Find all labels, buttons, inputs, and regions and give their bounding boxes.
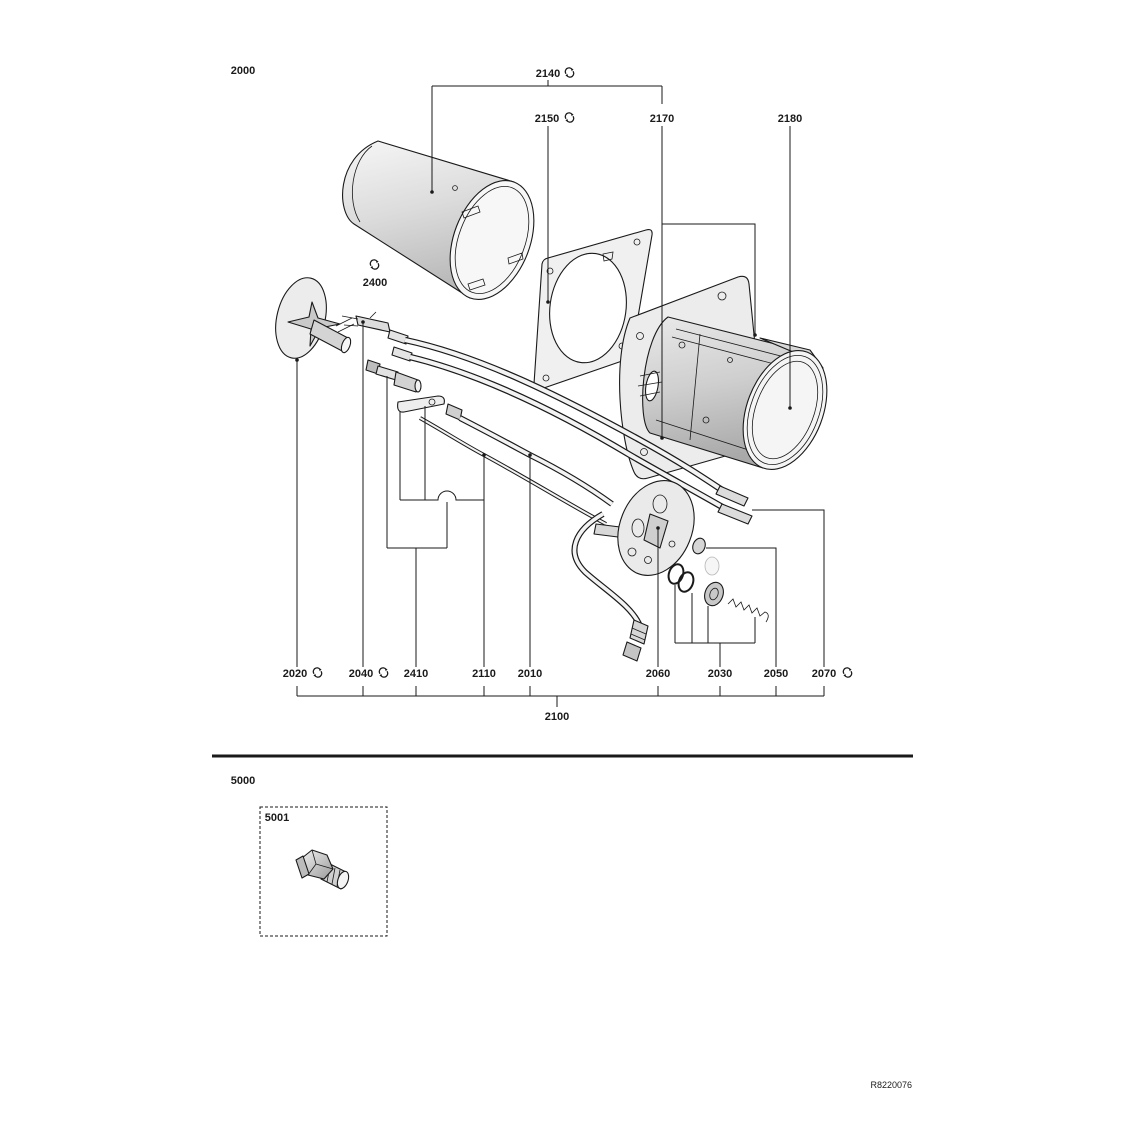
ignition-cables-drawing — [404, 336, 753, 525]
callout-2070: 2070 — [812, 668, 836, 680]
callout-2400: 2400 — [363, 277, 387, 289]
accessory-box — [259, 806, 388, 937]
callout-2140: 2140 — [536, 68, 560, 80]
ignition-electrodes-drawing — [341, 311, 413, 362]
flame-tube-drawing — [342, 140, 535, 301]
leader-lines — [295, 80, 825, 707]
callout-2150: 2150 — [535, 113, 559, 125]
head-disc-drawing — [593, 480, 695, 576]
callout-2410: 2410 — [404, 668, 428, 680]
drawing-reference: R8220076 — [870, 1080, 912, 1090]
callout-2050: 2050 — [764, 668, 788, 680]
callout-5001: 5001 — [265, 812, 289, 824]
callout-2060: 2060 — [646, 668, 670, 680]
seal-spring-parts-drawing — [667, 537, 769, 623]
nozzle-assembly-drawing — [365, 359, 463, 421]
callout-2020: 2020 — [283, 668, 307, 680]
oil-tube-drawing — [419, 416, 607, 526]
callout-2170: 2170 — [650, 113, 674, 125]
callout-2030: 2030 — [708, 668, 732, 680]
section-label-main: 2000 — [231, 65, 255, 77]
callout-2180: 2180 — [778, 113, 802, 125]
nipple-fitting-drawing — [295, 849, 350, 890]
section-label-accessories: 5000 — [231, 775, 255, 787]
callout-2040: 2040 — [349, 668, 373, 680]
burner-head-drawing — [619, 275, 828, 480]
flexible-hose-drawing — [458, 415, 649, 662]
callout-2110: 2110 — [472, 668, 496, 680]
callout-2100: 2100 — [545, 711, 569, 723]
callout-2010: 2010 — [518, 668, 542, 680]
air-disc-drawing — [275, 277, 355, 359]
